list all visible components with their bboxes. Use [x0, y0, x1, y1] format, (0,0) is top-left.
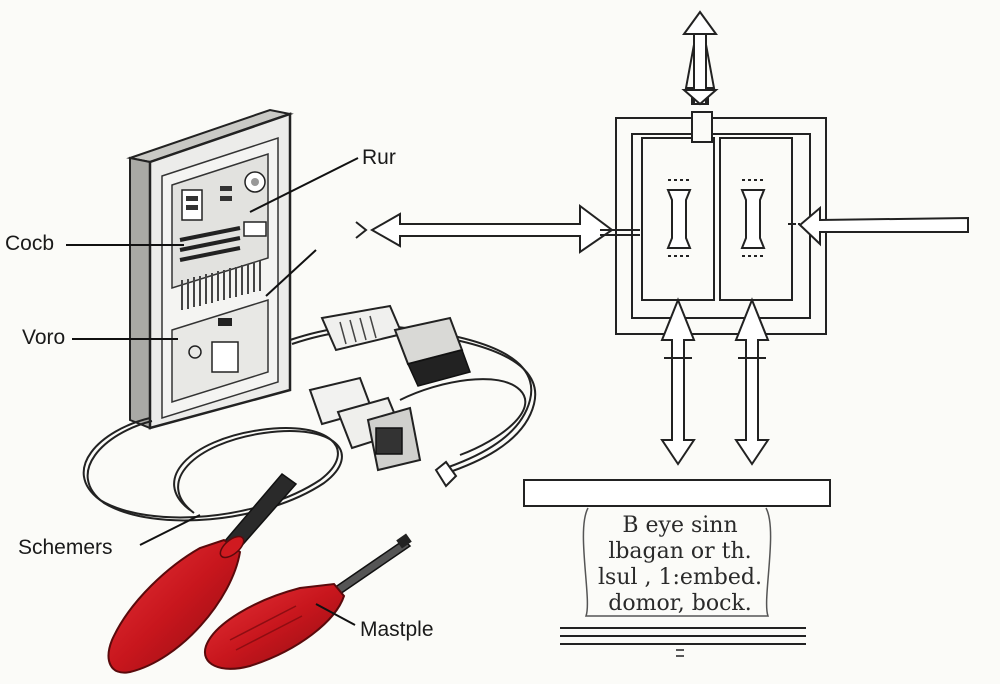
arrow-left — [355, 204, 640, 254]
arrows-down — [660, 297, 770, 466]
label-mastple: Mastple — [360, 618, 434, 641]
label-schemers: Schemers — [18, 536, 113, 559]
connector-plugs — [308, 304, 471, 488]
label-cocb: Cocb — [5, 232, 55, 255]
note-line-2: lbagan or th. — [608, 539, 752, 564]
screwdriver-small — [203, 533, 412, 670]
note-line-3: lsul , 1:embed. — [598, 565, 762, 590]
note-line-1: B eye sinn — [622, 513, 738, 538]
arrow-right — [788, 205, 969, 247]
label-voro: Voro — [22, 326, 66, 349]
note-plaque — [523, 479, 831, 645]
screwdriver-large — [107, 472, 298, 674]
label-rur: Rur — [362, 146, 396, 169]
leader-lines — [66, 157, 359, 626]
electrical-panel — [126, 108, 294, 430]
arrow-up-top — [681, 10, 719, 106]
note-marker — [676, 649, 684, 657]
note-line-4: domor, bock. — [608, 591, 752, 616]
switch-contacts — [666, 179, 766, 257]
